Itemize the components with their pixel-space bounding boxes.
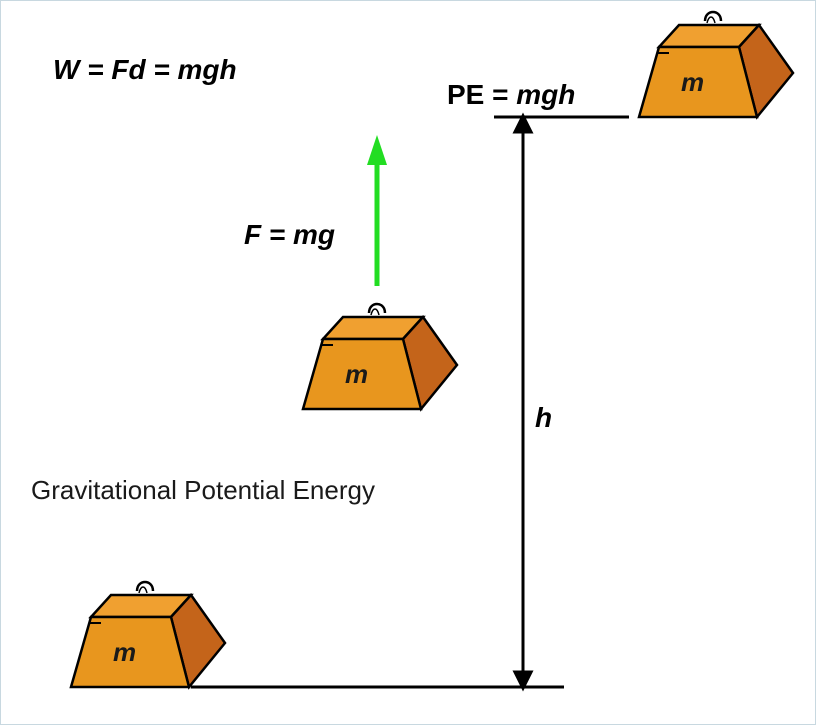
work-equation: W = Fd = mgh xyxy=(53,54,237,85)
height-label: h xyxy=(535,402,552,433)
mass-label-top: m xyxy=(681,67,704,97)
mass-label-middle: m xyxy=(345,359,368,389)
force-equation: F = mg xyxy=(244,219,335,250)
mass-weight-icon-middle: m xyxy=(301,302,459,412)
force-arrow-icon xyxy=(367,135,387,286)
pe-equation-formula: mgh xyxy=(516,79,575,110)
pe-equation: PE = mgh xyxy=(447,79,575,110)
mass-weight-icon-top: m xyxy=(637,10,795,120)
mass-weight-icon-bottom: m xyxy=(69,580,227,690)
mass-label-bottom: m xyxy=(113,637,136,667)
pe-equation-prefix: PE = xyxy=(447,79,516,110)
diagram-caption: Gravitational Potential Energy xyxy=(31,475,375,505)
